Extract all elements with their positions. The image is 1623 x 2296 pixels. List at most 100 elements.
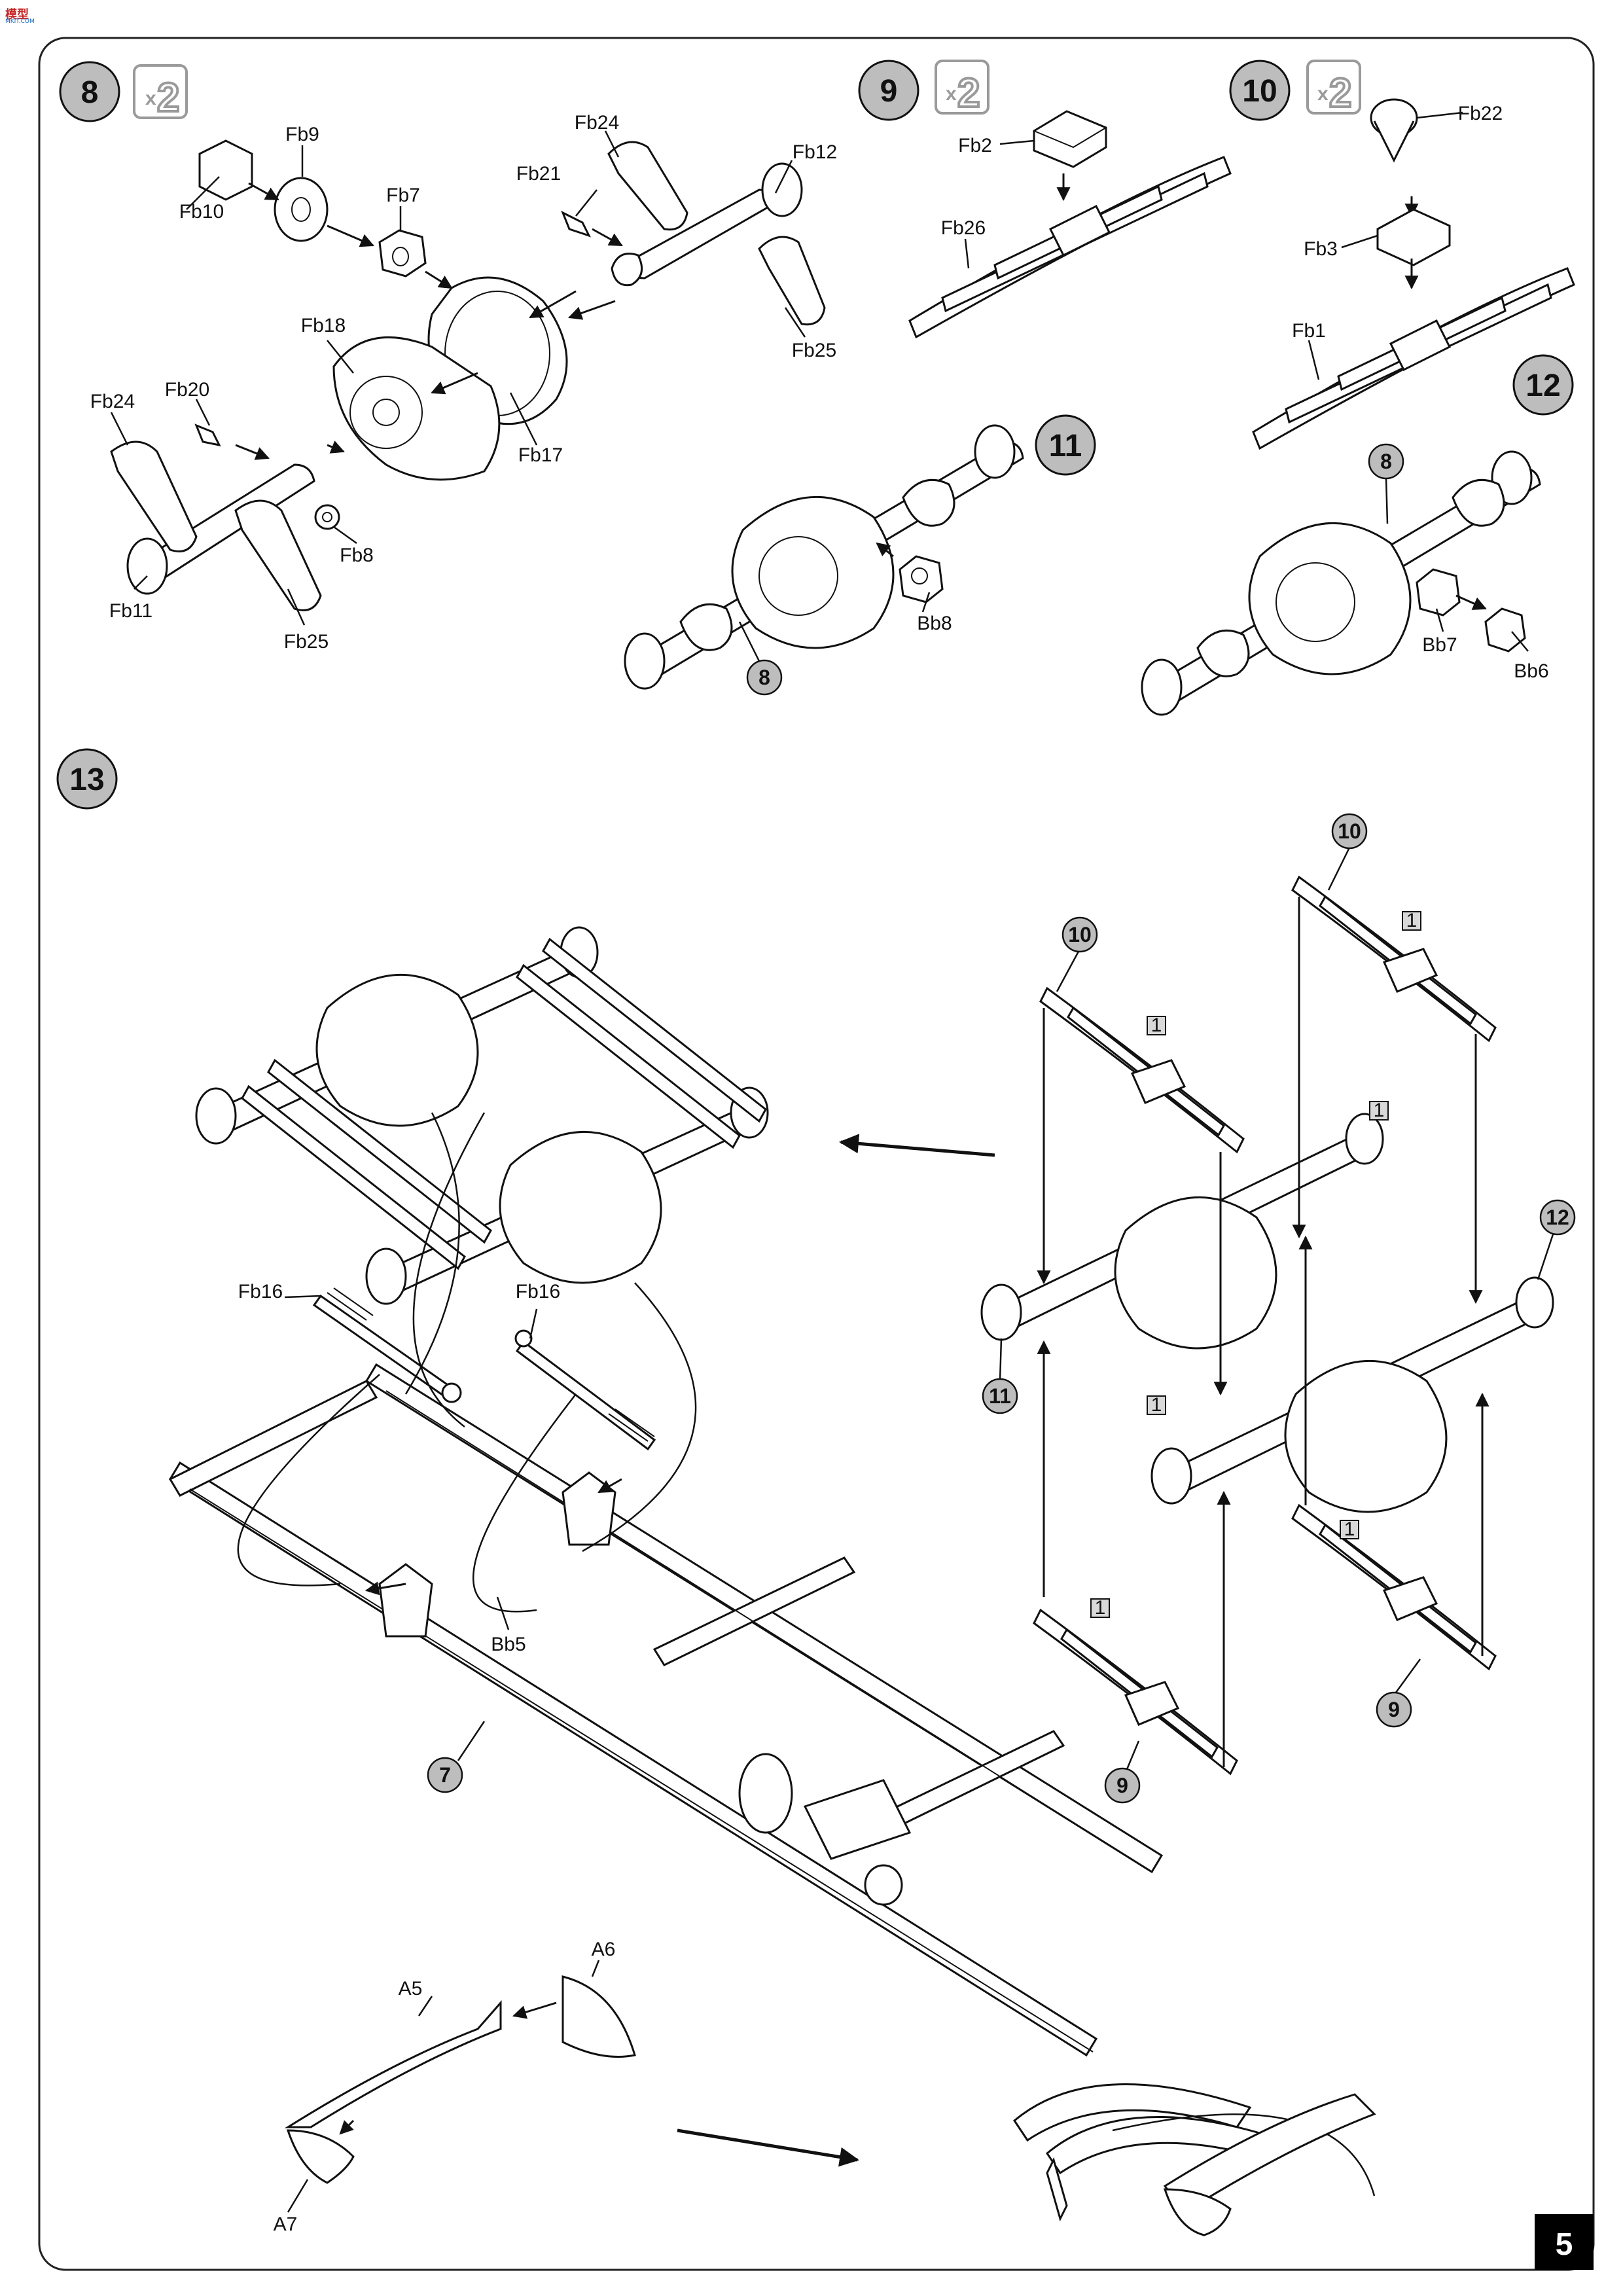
step-9-multiplier-x: x <box>946 83 957 105</box>
step-9: 9 x 2 Fb2 Fb26 <box>858 60 1232 339</box>
svg-text:1: 1 <box>1374 1100 1385 1121</box>
part-fb21 <box>561 210 623 247</box>
ref-badge-10-left <box>1061 916 1098 953</box>
step-10-multiplier-n: 2 <box>1329 71 1351 116</box>
ref-11-step13: 11 <box>989 1384 1011 1408</box>
leader-a6 <box>591 1960 600 1977</box>
step-8-number: 8 <box>81 75 99 110</box>
square-marker-1c: 1 <box>1369 1100 1389 1121</box>
label-fb9: Fb9 <box>285 124 319 145</box>
label-fb24-left: Fb24 <box>90 391 135 412</box>
assembly-curves <box>237 1112 1376 2197</box>
label-fb3: Fb3 <box>1304 238 1338 260</box>
svg-text:1: 1 <box>1406 910 1418 931</box>
step-11: 11 Bb8 8 <box>624 414 1096 696</box>
assembled-suspension <box>195 926 769 1305</box>
label-fb7: Fb7 <box>386 185 420 206</box>
part-fb7 <box>327 224 453 289</box>
label-fb24-top: Fb24 <box>575 112 619 134</box>
step-8-leaders <box>110 130 806 626</box>
bumper-direction-arrow <box>677 2128 859 2167</box>
square-marker-1a: 1 <box>1402 910 1421 931</box>
spring-bolt-fb22 <box>1370 98 1419 218</box>
ref-12-step13: 12 <box>1546 1206 1569 1229</box>
spring-block-fb3 <box>1376 208 1451 290</box>
square-marker-1d: 1 <box>1147 1394 1166 1416</box>
label-fb16-right: Fb16 <box>516 1281 560 1302</box>
leaf-spring-fb26 <box>908 156 1232 339</box>
label-fb25-top: Fb25 <box>792 340 836 361</box>
step-12-badge <box>1512 354 1574 416</box>
step-12-number: 12 <box>1525 368 1560 403</box>
assembly-direction-arrow <box>839 1134 995 1157</box>
label-fb1: Fb1 <box>1292 320 1326 342</box>
leader-fb16-right <box>529 1308 538 1339</box>
ref-badge-10-right <box>1331 813 1368 850</box>
step-10-multiplier-x: x <box>1317 83 1329 105</box>
axle-left-fb11 <box>110 423 345 611</box>
logo-text: 模型 <box>5 8 29 22</box>
step-10: 10 x 2 Fb22 Fb3 Fb1 <box>1229 60 1575 450</box>
step-9-multiplier-box <box>935 60 990 115</box>
leader-ref-8-step12 <box>1385 477 1389 524</box>
svg-text:1: 1 <box>1151 1394 1162 1416</box>
ref-9-left: 9 <box>1116 1774 1128 1797</box>
ref-10-left: 10 <box>1068 923 1092 946</box>
leader-ref-7 <box>457 1721 486 1761</box>
ref-7: 7 <box>439 1763 451 1787</box>
label-fb20: Fb20 <box>165 379 209 401</box>
step-9-multiplier-n: 2 <box>957 71 980 116</box>
leader-fb22 <box>1416 111 1463 119</box>
label-fb22: Fb22 <box>1458 103 1503 124</box>
label-fb18: Fb18 <box>301 315 346 336</box>
label-a7: A7 <box>274 2214 298 2235</box>
ref-badge-9-right <box>1376 1691 1412 1728</box>
step-13-number: 13 <box>69 762 104 797</box>
label-a5: A5 <box>399 1978 423 2000</box>
label-bb8: Bb8 <box>917 613 952 634</box>
part-fb8 <box>314 504 340 530</box>
chassis-frame <box>168 1363 1285 2222</box>
ref-9-right: 9 <box>1388 1698 1400 1721</box>
step-13-badge <box>56 748 118 810</box>
ref-badge-8-step11 <box>746 659 783 696</box>
label-fb2: Fb2 <box>958 135 992 156</box>
ref-10-right: 10 <box>1338 819 1361 843</box>
ref-badge-12 <box>1539 1199 1576 1236</box>
leader-ref-12 <box>1537 1230 1556 1280</box>
step-10-multiplier-box <box>1306 60 1361 115</box>
page-number-box <box>1535 2214 1594 2270</box>
ref-8-step12: 8 <box>1380 450 1392 473</box>
label-fb10: Fb10 <box>179 201 224 223</box>
part-bb8 <box>876 542 944 603</box>
leader-bb5 <box>496 1596 510 1630</box>
ref-badge-9-left <box>1104 1767 1141 1804</box>
step-13: 13 <box>56 748 1576 2236</box>
step-9-badge <box>858 60 919 121</box>
logo-subtext: MKIT.COM <box>5 18 35 25</box>
hub-assembly-fb9-fb10 <box>198 139 329 242</box>
label-bb6: Bb6 <box>1514 660 1548 682</box>
label-fb8: Fb8 <box>340 545 374 566</box>
leaf-spring-fb1 <box>1252 267 1575 450</box>
leader-fb3 <box>1341 234 1378 249</box>
leader-ref-10-right <box>1327 847 1351 891</box>
ref-8-step11: 8 <box>758 666 770 689</box>
label-bb7: Bb7 <box>1422 634 1457 656</box>
svg-text:1: 1 <box>1095 1597 1106 1619</box>
label-bb5: Bb5 <box>491 1634 526 1655</box>
leader-ref-11 <box>999 1338 1003 1382</box>
step-12: 12 Bb7 Bb6 8 <box>1141 354 1574 716</box>
ref-badge-7 <box>427 1757 463 1793</box>
leader-fb16-left <box>284 1295 321 1299</box>
publisher-logo: 模型 MKIT.COM <box>5 5 51 27</box>
leader-ref-10-left <box>1056 948 1081 992</box>
spring-block-fb2 <box>1033 110 1107 202</box>
leader-bb8 <box>921 592 931 613</box>
drive-shaft-right-fb16 <box>514 1329 656 1451</box>
leader-bb6 <box>1511 631 1529 652</box>
ref-badge-8-step12 <box>1368 443 1404 480</box>
step-10-badge <box>1229 60 1291 121</box>
svg-text:1: 1 <box>1344 1518 1355 1540</box>
